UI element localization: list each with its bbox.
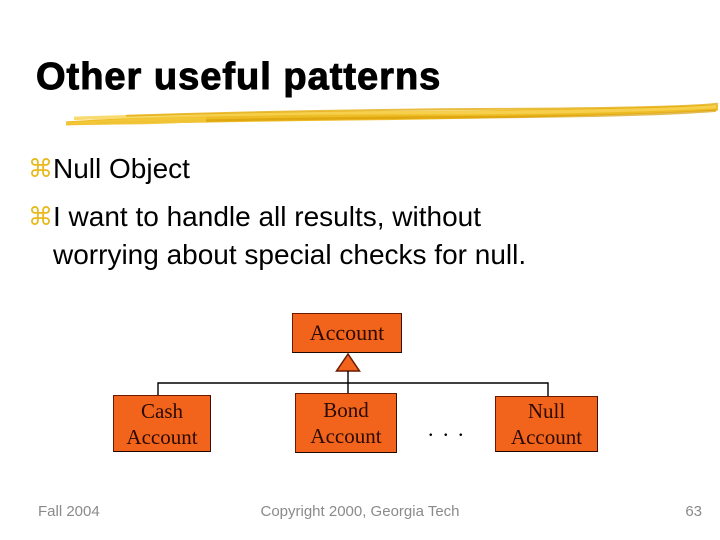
bullet-text-line: I want to handle all results, without	[53, 201, 482, 232]
class-box-label: Cash Account	[126, 398, 197, 450]
child-class-box-bond-account: Bond Account	[295, 393, 397, 453]
bullet-text-line: Null Object	[53, 153, 190, 184]
bullet-text-line: worrying about special checks for null.	[53, 239, 527, 270]
footer-page-number: 63	[685, 503, 702, 520]
command-bullet-icon: ⌘	[28, 154, 53, 183]
footer-date: Fall 2004	[38, 503, 100, 520]
class-box-label-line: Bond	[323, 398, 369, 422]
command-bullet-icon: ⌘	[28, 202, 53, 231]
parent-class-box-account: Account	[292, 313, 402, 353]
class-box-label-line: Null	[527, 399, 566, 423]
bullet-item: ⌘ I want to handle all results, without …	[28, 198, 608, 274]
footer-copyright: Copyright 2000, Georgia Tech	[260, 503, 460, 520]
more-subclasses-ellipsis: . . .	[428, 416, 466, 441]
bullet-list: ⌘ Null Object ⌘ I want to handle all res…	[28, 150, 608, 274]
bullet-text: I want to handle all results, without wo…	[53, 198, 526, 274]
class-box-label-line: Account	[126, 424, 198, 449]
class-box-label-line: Cash	[141, 398, 183, 423]
bullet-item: ⌘ Null Object	[28, 150, 608, 188]
slide-title: Other useful patterns	[35, 56, 442, 99]
class-box-label: Null Account	[511, 398, 582, 450]
inheritance-triangle-icon	[335, 352, 361, 372]
class-box-label: Bond Account	[310, 397, 381, 449]
class-box-label-line: Account	[510, 425, 583, 449]
class-box-label-line: Account	[310, 424, 382, 448]
bullet-text: Null Object	[53, 150, 190, 188]
class-box-label: Account	[309, 320, 385, 345]
child-class-box-null-account: Null Account	[495, 396, 598, 452]
child-class-box-cash-account: Cash Account	[113, 395, 211, 452]
title-underline-brush-icon	[66, 102, 719, 126]
